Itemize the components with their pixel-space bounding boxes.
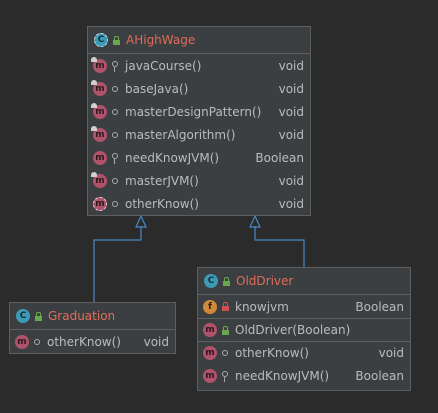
class-title: OldDriver	[236, 274, 294, 288]
arrowhead-olddriver	[249, 214, 261, 228]
method-name: masterDesignPattern()	[125, 104, 262, 119]
method-icon: m	[91, 102, 107, 119]
method-type: void	[278, 81, 304, 96]
method-name: masterAlgorithm()	[125, 127, 236, 142]
package-dot-icon	[111, 199, 119, 209]
protected-key-icon	[111, 152, 119, 164]
public-lock-icon	[112, 35, 120, 45]
method-name: otherKnow()	[47, 334, 121, 349]
method-icon: m	[203, 368, 217, 383]
method-icon: m	[203, 346, 217, 360]
method-name: baseJava()	[125, 81, 189, 96]
method-type: void	[278, 104, 304, 119]
method-type: void	[143, 334, 169, 349]
class-icon: C	[16, 309, 30, 323]
abstract-method-icon: m	[93, 196, 107, 211]
field-name: knowjvm	[235, 299, 289, 314]
class-title: AHighWage	[126, 33, 196, 47]
method-name: needKnowJVM()	[235, 368, 330, 383]
method-icon: m	[91, 79, 107, 96]
method-row[interactable]: m masterDesignPattern() void	[88, 100, 310, 123]
method-row[interactable]: m masterAlgorithm() void	[88, 123, 310, 146]
edge-graduation-to-ahighwage	[93, 226, 142, 302]
protected-key-icon	[111, 60, 119, 72]
method-type: void	[378, 346, 404, 360]
class-box-ahighwage[interactable]: C AHighWage m javaCourse() void m baseJa…	[87, 26, 311, 216]
field-icon: f	[203, 299, 217, 314]
method-row[interactable]: m needKnowJVM() Boolean	[88, 146, 310, 169]
method-name: otherKnow()	[125, 196, 199, 211]
method-name: needKnowJVM()	[125, 150, 220, 165]
method-name: masterJVM()	[125, 173, 199, 188]
class-header-graduation[interactable]: C Graduation	[10, 303, 175, 330]
method-type: void	[278, 58, 304, 73]
method-row[interactable]: m javaCourse() void	[88, 54, 310, 77]
method-row[interactable]: m otherKnow() void	[10, 330, 175, 353]
field-type: Boolean	[355, 299, 404, 314]
package-dot-icon	[111, 107, 119, 117]
method-row[interactable]: m otherKnow() void	[198, 341, 410, 364]
package-dot-icon	[111, 176, 119, 186]
class-header-olddriver[interactable]: C OldDriver	[198, 268, 410, 295]
method-icon: m	[91, 171, 107, 188]
method-type: Boolean	[355, 368, 404, 383]
class-box-graduation[interactable]: C Graduation m otherKnow() void	[9, 302, 176, 354]
public-lock-icon	[34, 311, 42, 321]
method-icon: m	[93, 150, 107, 165]
abstract-class-icon: C	[94, 33, 108, 47]
class-box-olddriver[interactable]: C OldDriver f knowjvm Boolean m OldDrive…	[197, 267, 411, 391]
package-dot-icon	[111, 84, 119, 94]
method-type: void	[278, 127, 304, 142]
method-row[interactable]: m masterJVM() void	[88, 169, 310, 192]
constructor-icon: m	[203, 323, 217, 337]
public-lock-icon	[222, 276, 230, 286]
package-dot-icon	[221, 348, 229, 358]
class-header-ahighwage[interactable]: C AHighWage	[88, 27, 310, 54]
public-lock-icon	[221, 325, 229, 335]
private-lock-icon	[221, 302, 229, 312]
field-row[interactable]: f knowjvm Boolean	[198, 295, 410, 318]
method-name: javaCourse()	[125, 58, 202, 73]
protected-key-icon	[221, 370, 229, 382]
edge-olddriver-to-ahighwage	[254, 226, 305, 267]
method-icon: m	[91, 56, 107, 73]
method-type: void	[278, 173, 304, 188]
class-icon: C	[204, 274, 218, 288]
method-row[interactable]: m baseJava() void	[88, 77, 310, 100]
class-title: Graduation	[48, 309, 116, 323]
package-dot-icon	[33, 337, 41, 347]
method-icon: m	[91, 125, 107, 142]
method-type: Boolean	[255, 150, 304, 165]
method-row[interactable]: m otherKnow() void	[88, 192, 310, 215]
method-type: void	[278, 196, 304, 211]
constructor-row[interactable]: m OldDriver(Boolean)	[198, 318, 410, 341]
package-dot-icon	[111, 130, 119, 140]
method-row[interactable]: m needKnowJVM() Boolean	[198, 364, 410, 387]
arrowhead-graduation	[135, 214, 147, 228]
constructor-name: OldDriver(Boolean)	[235, 323, 351, 337]
method-icon: m	[15, 334, 29, 349]
method-name: otherKnow()	[235, 346, 309, 360]
